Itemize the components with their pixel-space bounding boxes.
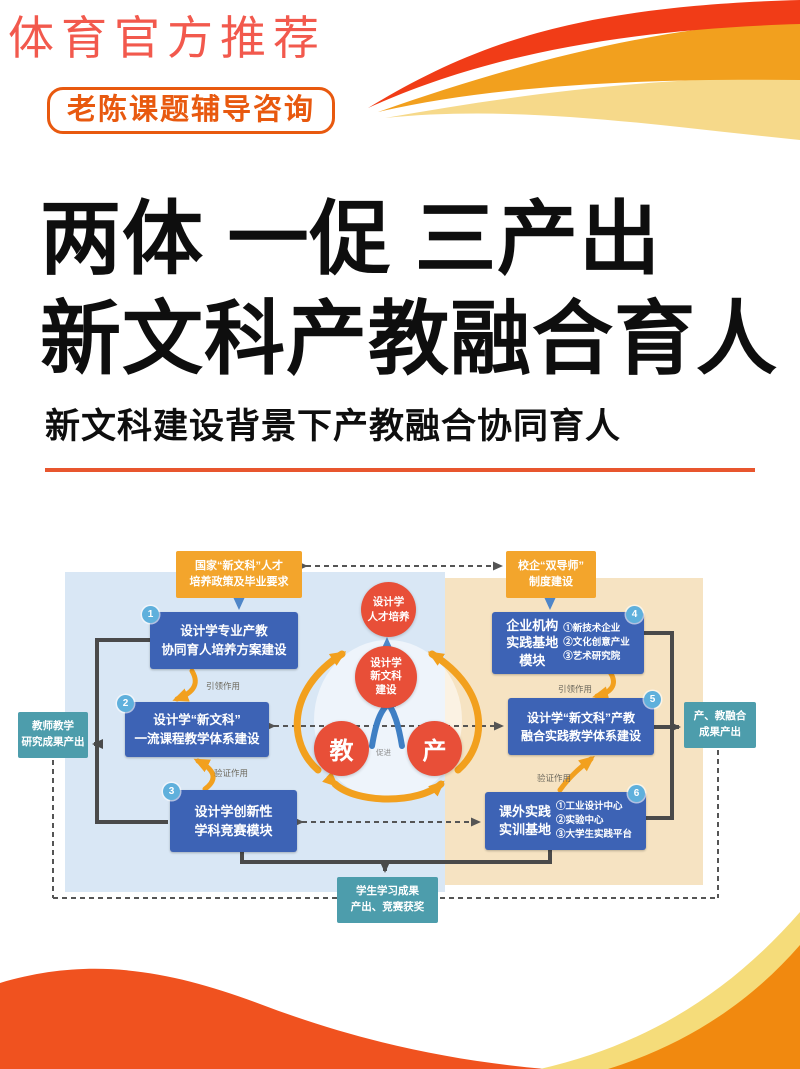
top-right-swoosh-icon (368, 0, 800, 140)
badge-3: 3 (163, 783, 180, 800)
box-4-list: ①新技术企业 ②文化创意产业 ③艺术研究院 (563, 623, 630, 662)
promote-label: 促进 (376, 748, 391, 757)
policy-box-school-enterprise: 校企“双导师” 制度建设 (506, 551, 596, 598)
box-5-practice-teaching-system: 设计学“新文科”产教 融合实践教学体系建设 (508, 698, 654, 755)
subtitle: 新文科建设背景下产教融合协同育人 (45, 407, 622, 446)
circle-industry: 产 (407, 721, 462, 776)
bottom-left-wave-icon (0, 968, 545, 1069)
box-6-title: 课外实践 实训基地 (498, 804, 551, 837)
badge-2: 2 (117, 695, 134, 712)
box-3-competition-module: 设计学创新性 学科竞赛模块 (170, 790, 297, 852)
title-line1: 两体 一促 三产出 (40, 195, 662, 285)
badge-6: 6 (628, 785, 645, 802)
policy-box-national: 国家“新文科”人才 培养政策及毕业要求 (176, 551, 302, 598)
badge-5: 5 (644, 691, 661, 708)
label-lead-left: 引领作用 (206, 681, 241, 691)
divider-rule (45, 468, 755, 472)
box-4-title: 企业机构 实践基地 模块 (506, 617, 559, 668)
box-2-course-system: 设计学“新文科” 一流课程教学体系建设 (125, 702, 269, 757)
orange-cycle-arrows (172, 650, 616, 803)
label-verify-right: 验证作用 (537, 773, 572, 783)
box-6-training-base: 课外实践 实训基地 ①工业设计中心 ②实验中心 ③大学生实践平台 (485, 792, 646, 850)
badge-1: 1 (142, 606, 159, 623)
box-1-training-plan: 设计学专业产教 协同育人培养方案建设 (150, 612, 298, 669)
bottom-right-swoosh-icon (540, 912, 800, 1069)
badge-4: 4 (626, 606, 643, 623)
circle-new-liberal-arts: 设计学 新文科 建设 (355, 646, 417, 708)
label-lead-right: 引领作用 (558, 684, 593, 694)
watermark-text: 体育官方推荐 (8, 13, 326, 64)
title-line2: 新文科产教融合育人 (40, 295, 779, 385)
label-verify-left: 验证作用 (214, 768, 249, 778)
box-6-list: ①工业设计中心 ②实验中心 ③大学生实践平台 (556, 801, 633, 840)
circle-teaching: 教 (314, 721, 369, 776)
blue-arrows (233, 598, 556, 649)
consult-badge: 老陈课题辅导咨询 (47, 87, 336, 134)
circle-talent-cultivation: 设计学 人才培养 (361, 582, 416, 637)
dashed-connector-lines (52, 561, 719, 899)
box-4-enterprise-practice-base: 企业机构 实践基地 模块 ①新技术企业 ②文化创意产业 ③艺术研究院 (492, 612, 644, 674)
outcome-student-achievement: 学生学习成果 产出、竞赛获奖 (337, 877, 438, 923)
dark-connector-lines (92, 631, 681, 873)
outcome-teacher-research: 教师教学 研究成果产出 (18, 712, 88, 758)
outcome-industry-education: 产、教融合 成果产出 (684, 702, 756, 748)
